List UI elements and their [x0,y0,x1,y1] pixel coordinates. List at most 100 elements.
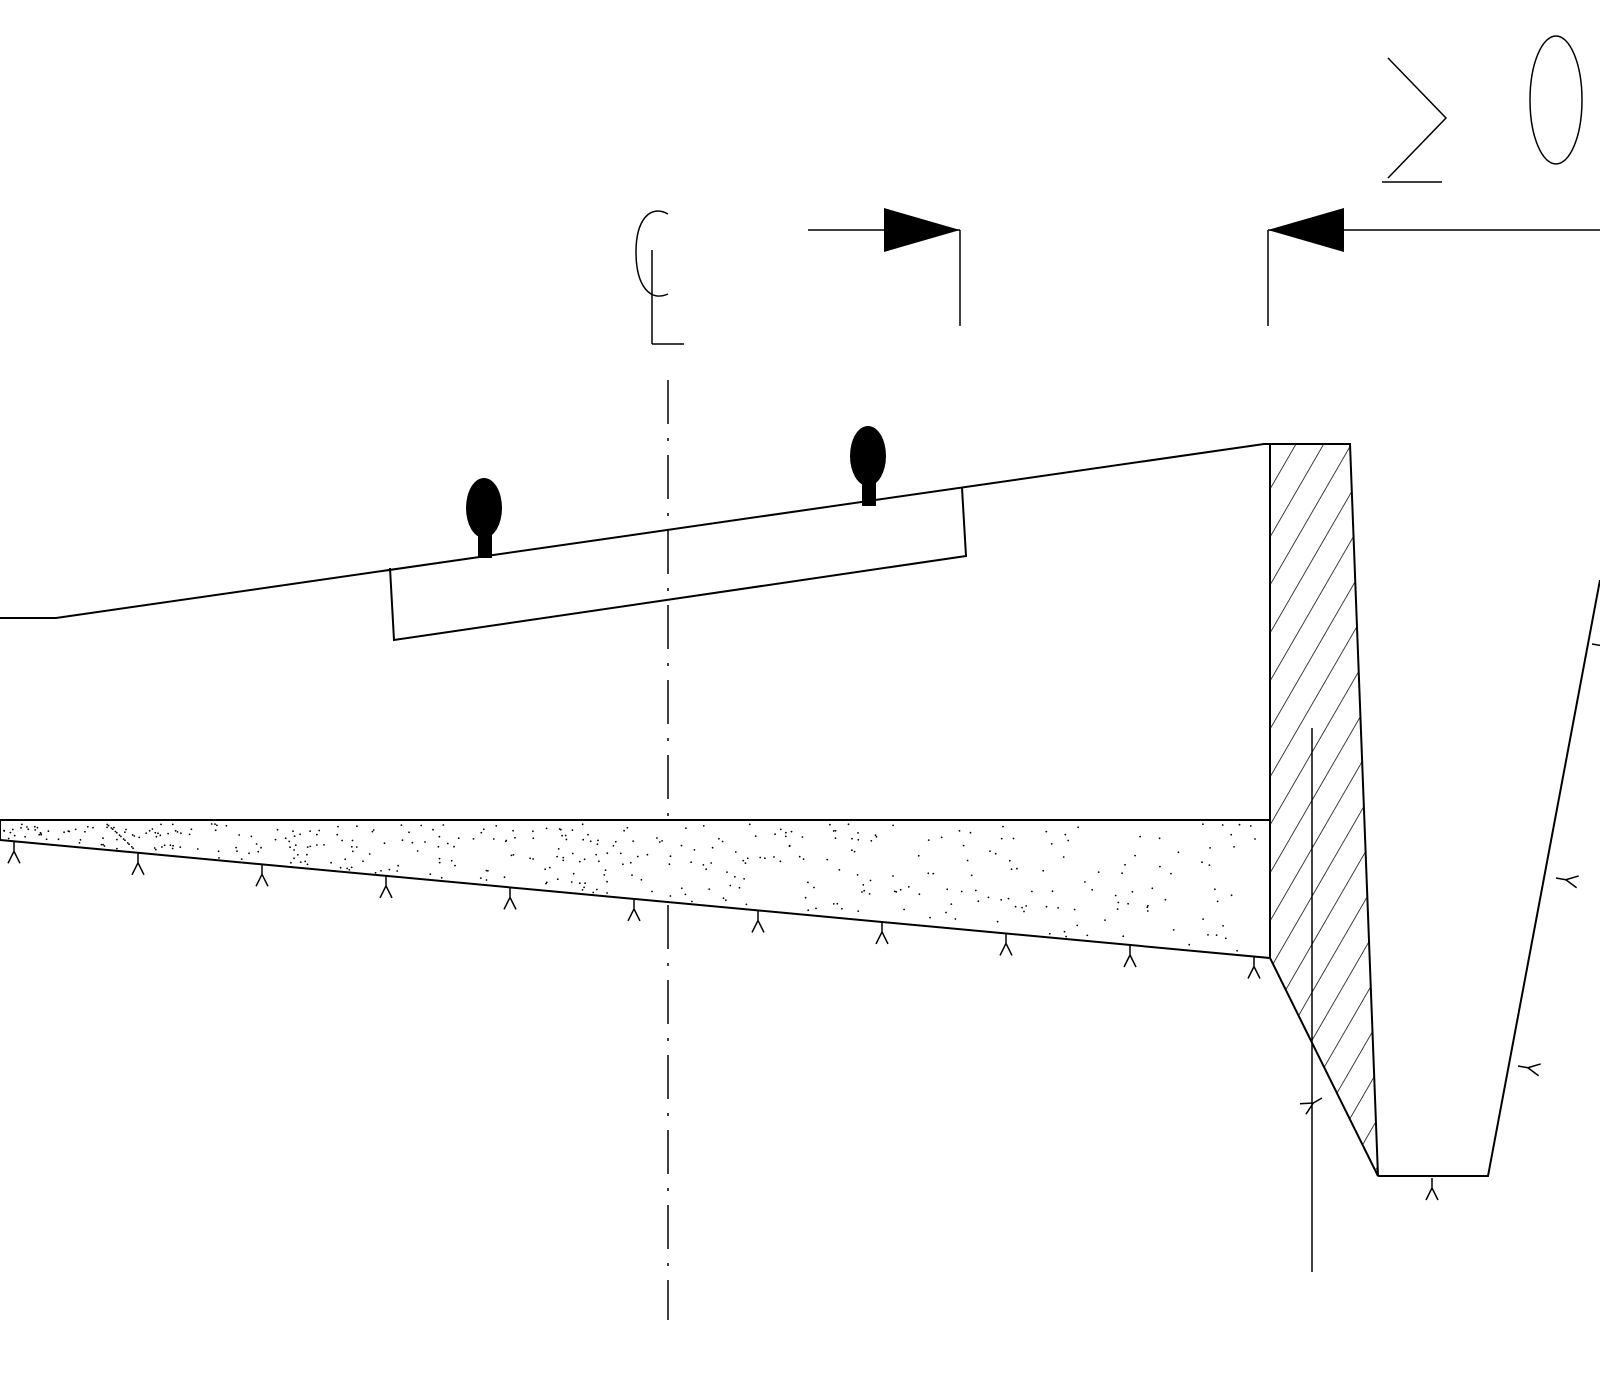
stipple-dot [847,823,850,826]
subgrade-tick-marks [7,641,1600,1201]
subgrade-tick [1591,641,1600,655]
stipple-dot [1224,937,1227,940]
stipple-dot [545,827,548,830]
stipple-dot [63,831,65,834]
stipple-dot [651,890,653,893]
stipple-dot [581,823,584,826]
stipple-dot [255,843,258,845]
stipple-dot [1077,826,1079,829]
stipple-dot [718,837,720,840]
stipple-dot [856,874,859,876]
stipple-dot [945,911,947,914]
stipple-dot [284,837,287,840]
stipple-dot [927,872,930,875]
stipple-dot [1073,908,1076,911]
stipple-dot [604,869,607,871]
stipple-dot [895,891,898,893]
stipple-dot [218,857,220,859]
stipple-dot [1172,929,1175,931]
stipple-dot [388,868,391,871]
stipple-dot [154,831,157,834]
stipple-dot [606,852,609,855]
stipple-dot [1177,851,1180,854]
stipple-dot [725,899,727,902]
stipple-dot [1147,904,1149,907]
stipple-dot [292,830,294,833]
subgrade-tick [875,921,889,945]
stipple-dot [1097,871,1100,873]
stipple-dot [102,837,104,840]
stipple-dot [1063,930,1066,933]
stipple-dot [107,824,110,827]
stipple-dot [557,848,560,850]
stipple-dot [371,830,374,833]
stipple-dot [743,878,745,880]
stipple-dot [336,833,339,836]
stipple-dot [759,856,762,859]
stipple-dot [589,840,592,843]
stipple-dot [480,831,483,834]
stipple-dot [851,837,853,840]
centerline-symbol: CL [635,210,684,345]
stipple-dot [932,872,935,875]
stipple-dot [457,837,460,840]
stipple-dot [26,826,28,828]
stipple-dot [532,858,534,860]
stipple-dot [24,835,26,838]
stipple-dot [745,903,748,906]
stipple-dot [505,839,508,842]
stipple-dot [372,829,375,831]
stipple-dot [807,909,810,912]
stipple-dot [169,844,172,847]
stipple-dot [110,827,113,829]
stipple-dot [408,831,410,834]
stipple-dot [126,842,129,844]
stipple-dot [57,838,60,841]
stipple-dot [153,847,156,849]
stipple-dot [584,882,586,885]
stipple-dot [289,846,291,849]
stipple-dot [432,828,434,831]
stipple-dot [857,910,860,912]
dimension-arrows [808,208,1600,326]
stipple-dot [754,835,757,837]
stipple-dot [1254,838,1256,840]
stipple-dot [92,826,94,829]
stipple-dot [1146,906,1149,909]
stipple-dot [348,869,351,871]
stipple-dot [257,850,260,853]
stipple-dot [987,896,990,899]
stipple-dot [544,868,547,871]
stipple-dot [160,823,162,826]
stipple-dot [86,825,89,828]
stipple-dot [903,908,905,911]
stipple-dot [120,835,122,838]
stipple-dot [36,826,39,829]
stipple-dot [79,839,82,841]
stipple-dot [176,831,179,833]
stipple-dot [103,845,106,847]
stipple-dot [21,823,23,826]
stipple-dot [587,833,589,836]
stipple-dot [440,876,443,879]
stipple-dot [400,824,403,826]
stipple-dot [27,828,30,831]
stipple-dot [571,829,574,831]
stipple-dot [597,839,599,842]
stipple-dot [495,825,498,827]
stipple-dot [33,825,36,828]
stipple-dot [1124,863,1126,866]
stipple-dot [276,828,279,831]
stipple-dot [578,860,581,863]
stipple-dot [163,844,166,847]
stipple-dot [702,864,705,866]
stipple-dot [351,839,354,842]
stipple-dot [632,840,635,842]
stipple-dot [1086,934,1089,937]
subgrade-tick [131,852,145,876]
stipple-dot [1010,868,1013,871]
stipple-dot [78,842,81,844]
stipple-dot [834,829,837,832]
subgrade-tick [255,864,269,887]
stipple-dot [485,879,488,881]
